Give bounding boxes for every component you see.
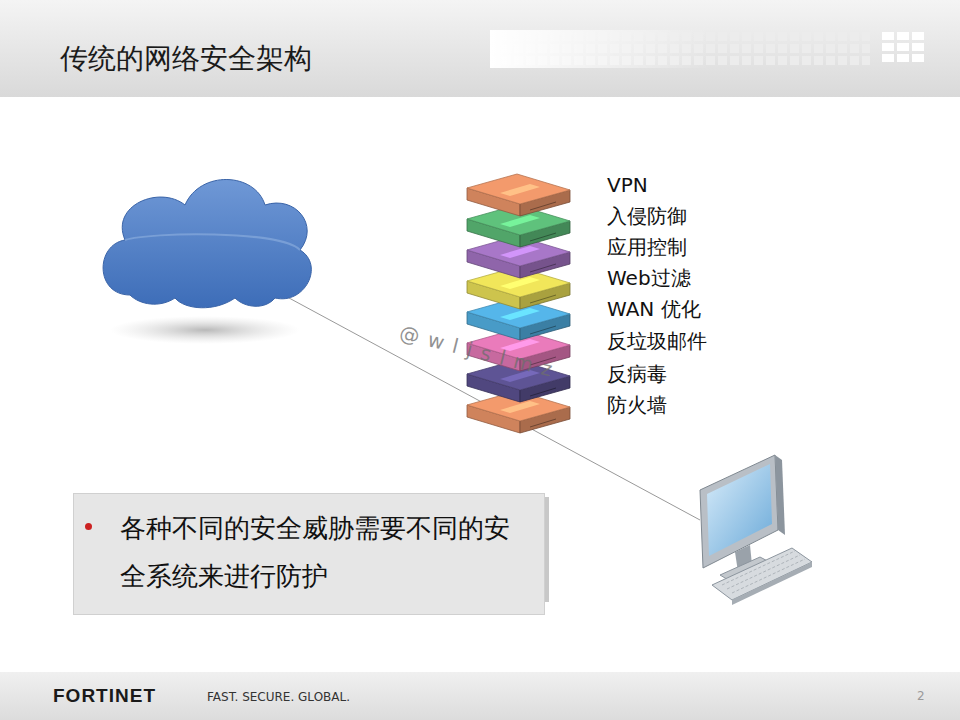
header-logo bbox=[882, 32, 924, 62]
feature-label: 应用控制 bbox=[607, 235, 687, 259]
appliance-face bbox=[500, 215, 540, 227]
feature-label: 防火墙 bbox=[607, 393, 667, 417]
computer-icon bbox=[700, 455, 812, 605]
feature-label: WAN 优化 bbox=[607, 297, 701, 321]
footer-slogan: FAST. SECURE. GLOBAL. bbox=[207, 690, 350, 704]
appliance-port bbox=[530, 202, 556, 210]
appliance-face bbox=[467, 174, 570, 204]
appliance-face bbox=[500, 277, 540, 289]
feature-label: 反垃圾邮件 bbox=[607, 329, 707, 353]
appliance-face bbox=[500, 308, 540, 320]
callout-box: 各种不同的安全威胁需要不同的安全系统来进行防护 bbox=[73, 493, 545, 615]
feature-label: 入侵防御 bbox=[607, 204, 687, 228]
appliance-port bbox=[530, 233, 556, 241]
slide-title: 传统的网络安全架构 bbox=[60, 40, 312, 78]
page-number: 2 bbox=[917, 689, 925, 703]
feature-label: Web过滤 bbox=[607, 266, 691, 290]
header-bar bbox=[0, 0, 960, 97]
feature-label: 反病毒 bbox=[607, 362, 667, 386]
bullet-dot bbox=[85, 523, 92, 530]
appliance-port bbox=[530, 326, 556, 334]
appliance-port bbox=[530, 295, 556, 303]
appliance-port bbox=[530, 388, 556, 396]
footer-logo: FORTINET bbox=[53, 685, 156, 708]
cloud-highlight bbox=[125, 234, 300, 250]
network-line bbox=[265, 285, 700, 520]
appliance-port bbox=[530, 264, 556, 272]
callout-text: 各种不同的安全威胁需要不同的安全系统来进行防护 bbox=[120, 504, 530, 600]
cloud-shadow bbox=[110, 316, 300, 344]
appliance-face bbox=[500, 184, 540, 196]
header-grid-fade bbox=[490, 30, 710, 68]
appliance-stack bbox=[467, 174, 570, 433]
appliance-face bbox=[500, 246, 540, 258]
appliance-port bbox=[530, 419, 556, 427]
footer-bar bbox=[0, 672, 960, 720]
cloud-icon bbox=[103, 179, 311, 307]
appliance-face bbox=[500, 401, 540, 413]
feature-label: VPN bbox=[607, 173, 648, 197]
